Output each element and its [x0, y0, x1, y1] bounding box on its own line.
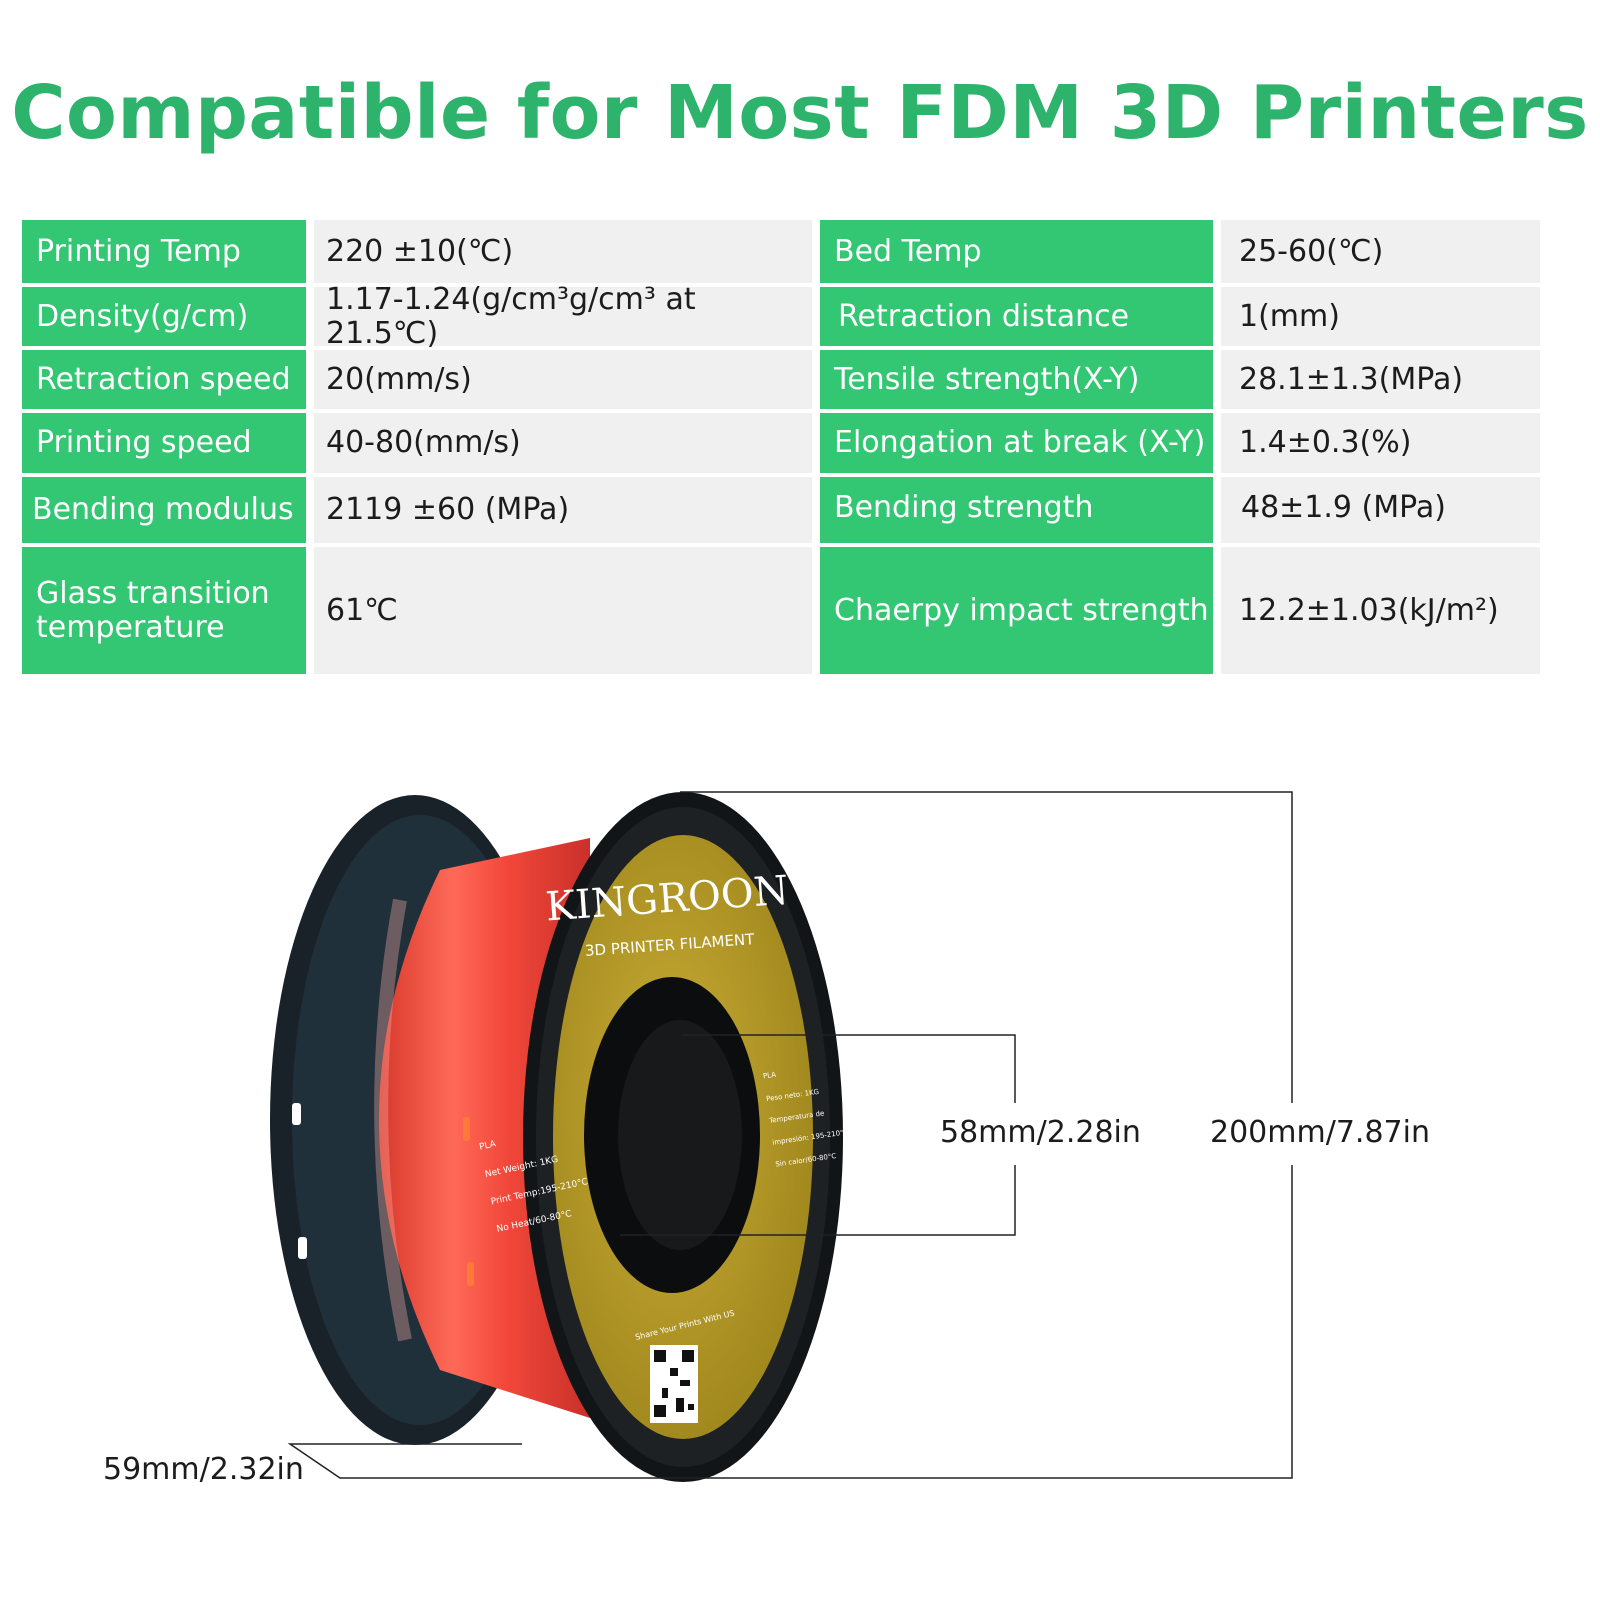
spool-label-right-line: PLA	[763, 1071, 777, 1081]
inner-diameter-line-bottom	[620, 1165, 1016, 1236]
dimension-outer-diameter: 200mm/7.87in	[1210, 1115, 1430, 1150]
spec-label-bending-modulus: Bending modulus	[22, 477, 306, 543]
dimension-width: 59mm/2.32in	[103, 1452, 304, 1487]
outer-diameter-line-bottom	[287, 1165, 1293, 1479]
spec-label-printing-speed: Printing speed	[22, 413, 306, 473]
spool-label-left-line: PLA	[478, 1139, 497, 1152]
outer-diameter-line-top	[680, 791, 1293, 1103]
spec-label-glass-transition: Glass transition temperature	[22, 547, 306, 674]
spec-label-printing-temp: Printing Temp	[22, 220, 306, 283]
back-flange-notch	[298, 1237, 307, 1259]
dimension-inner-diameter: 58mm/2.28in	[940, 1115, 1141, 1150]
spec-label-charpy-impact: Chaerpy impact strength	[820, 547, 1213, 674]
spec-value-density: 1.17-1.24(g/cm³g/cm³ at 21.5℃)	[314, 282, 812, 350]
inner-diameter-line-top	[683, 1034, 1016, 1103]
spec-value-retraction-distance: 1(mm)	[1221, 287, 1540, 346]
spec-value-retraction-speed: 20(mm/s)	[314, 350, 812, 409]
spec-value-bending-strength: 48±1.9 (MPa)	[1221, 477, 1540, 543]
spec-value-bed-temp: 25-60(℃)	[1221, 220, 1540, 283]
qr-code	[650, 1345, 698, 1423]
spec-value-printing-temp: 220 ±10(℃)	[314, 220, 812, 283]
spec-label-tensile-strength: Tensile strength(X-Y)	[820, 350, 1213, 409]
page-title: Compatible for Most FDM 3D Printers	[11, 70, 1589, 156]
spec-label-density: Density(g/cm)	[22, 287, 306, 346]
spec-label-elongation: Elongation at break (X-Y)	[820, 413, 1213, 473]
flange-clip	[467, 1262, 474, 1286]
spec-label-bending-strength: Bending strength	[820, 477, 1213, 543]
spec-label-bed-temp: Bed Temp	[820, 220, 1213, 283]
spec-value-elongation: 1.4±0.3(%)	[1221, 413, 1540, 473]
spec-label-retraction-distance: Retraction distance	[820, 287, 1213, 346]
spec-value-charpy-impact: 12.2±1.03(kJ/m²)	[1221, 547, 1540, 674]
filament-highlight	[374, 898, 412, 1342]
spec-value-bending-modulus: 2119 ±60 (MPa)	[314, 477, 812, 543]
flange-clip	[463, 1117, 470, 1141]
back-flange-notch	[292, 1103, 301, 1125]
dimension-lines	[287, 791, 1293, 1479]
spec-value-printing-speed: 40-80(mm/s)	[314, 413, 812, 473]
spec-value-tensile-strength: 28.1±1.3(MPa)	[1221, 350, 1540, 409]
spec-value-glass-transition: 61℃	[314, 547, 812, 674]
spec-label-retraction-speed: Retraction speed	[22, 350, 306, 409]
spool-center-hub	[618, 1020, 742, 1250]
